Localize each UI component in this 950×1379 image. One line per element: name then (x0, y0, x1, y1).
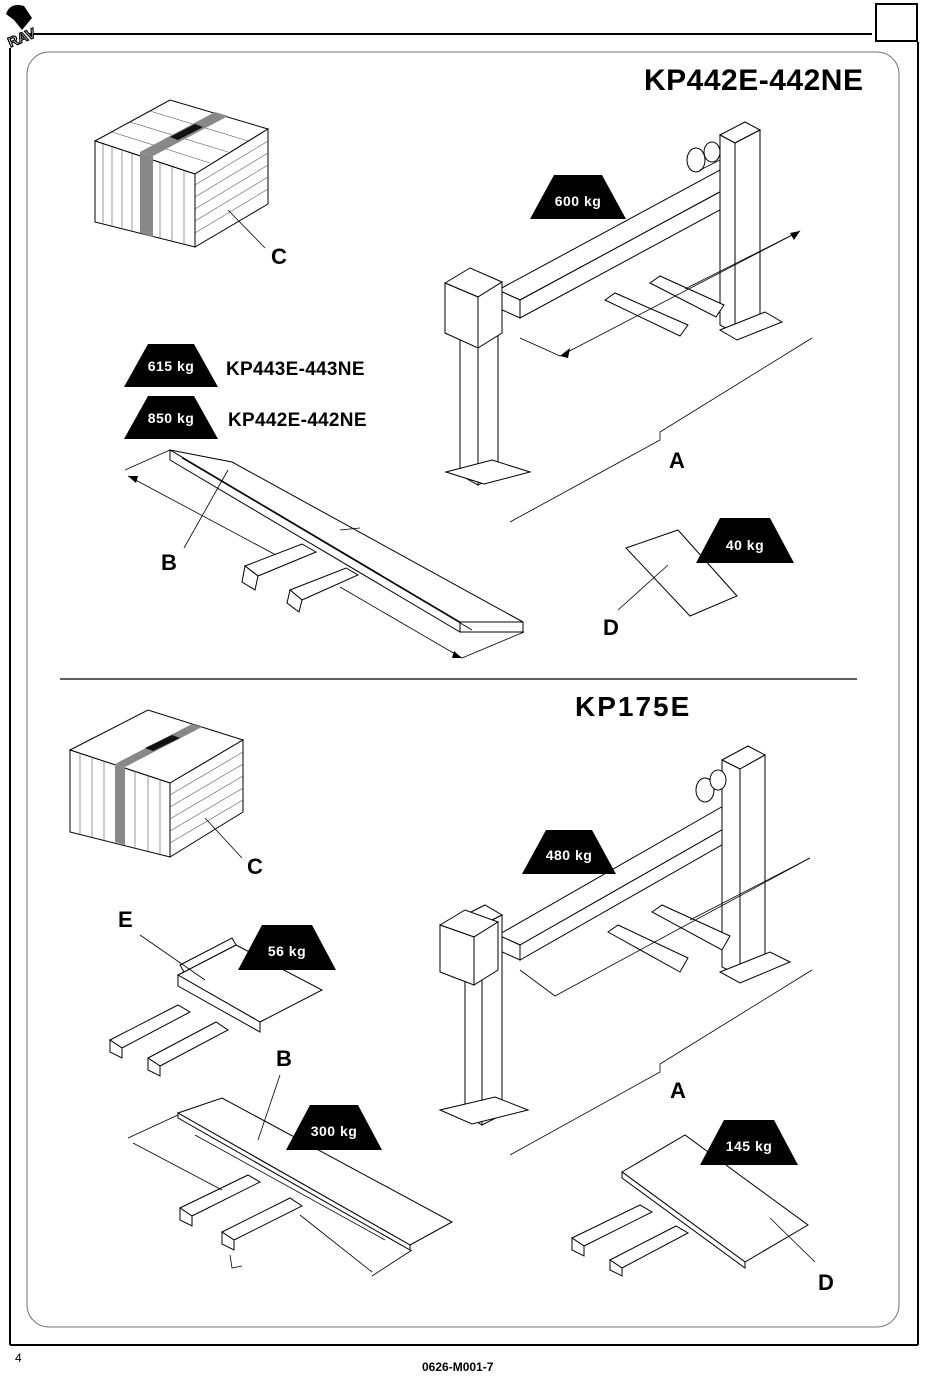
top-label-d: D (603, 615, 619, 641)
logo-icon: RAV (5, 5, 38, 50)
weight-badge-bottom-e: 56 kg (238, 925, 336, 970)
document-code: 0626-M001-7 (422, 1360, 493, 1374)
model-kp442: KP442E-442NE (228, 410, 367, 432)
weight-badge-top-d: 40 kg (696, 518, 794, 563)
weight-label: 40 kg (696, 537, 794, 553)
weight-badge-top-a: 600 kg (530, 175, 626, 219)
weight-badge-top-b2: 850 kg (124, 396, 218, 439)
bottom-label-a: A (670, 1078, 686, 1104)
bottom-title: KP175E (575, 691, 691, 723)
bottom-label-d: D (818, 1270, 834, 1296)
weight-badge-bottom-a: 480 kg (522, 830, 616, 874)
weight-label: 600 kg (530, 193, 626, 209)
page-number: 4 (15, 1351, 22, 1365)
weight-label: 56 kg (238, 943, 336, 959)
top-title: KP442E-442NE (644, 64, 863, 98)
top-label-a: A (669, 448, 685, 474)
weight-badge-top-b1: 615 kg (124, 344, 218, 387)
weight-label: 850 kg (124, 410, 218, 426)
weight-badge-bottom-b: 300 kg (286, 1105, 382, 1150)
top-label-c: C (271, 244, 287, 270)
model-kp443: KP443E-443NE (226, 359, 365, 381)
weight-badge-bottom-d: 145 kg (700, 1120, 798, 1165)
bottom-label-b: B (276, 1046, 292, 1072)
weight-label: 615 kg (124, 358, 218, 374)
weight-label: 145 kg (700, 1138, 798, 1154)
bottom-label-e: E (118, 907, 133, 933)
top-label-b: B (161, 550, 177, 576)
weight-label: 300 kg (286, 1123, 382, 1139)
weight-label: 480 kg (522, 847, 616, 863)
svg-text:RAV: RAV (5, 24, 38, 50)
bottom-label-c: C (247, 854, 263, 880)
